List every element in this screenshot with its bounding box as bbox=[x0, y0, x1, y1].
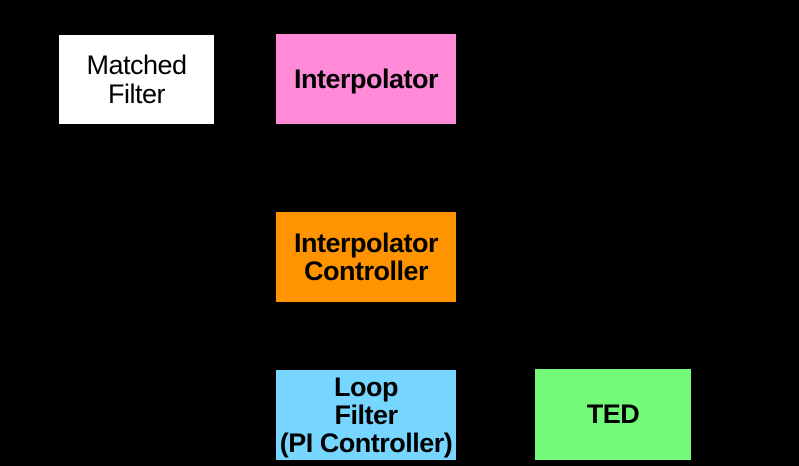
block-interpolator-controller: Interpolator Controller bbox=[274, 210, 458, 304]
block-matched-filter-label: Matched Filter bbox=[86, 50, 187, 109]
block-matched-filter: Matched Filter bbox=[57, 33, 216, 126]
block-ted-label: TED bbox=[586, 399, 640, 430]
block-loop-filter-label: Loop Filter (PI Controller) bbox=[279, 371, 453, 459]
block-interpolator: Interpolator bbox=[274, 32, 458, 126]
block-loop-filter-pi-controller: Loop Filter (PI Controller) bbox=[274, 368, 458, 462]
block-interpolator-controller-label: Interpolator Controller bbox=[293, 227, 439, 286]
block-interpolator-label: Interpolator bbox=[293, 63, 439, 94]
block-ted: TED bbox=[533, 367, 693, 462]
